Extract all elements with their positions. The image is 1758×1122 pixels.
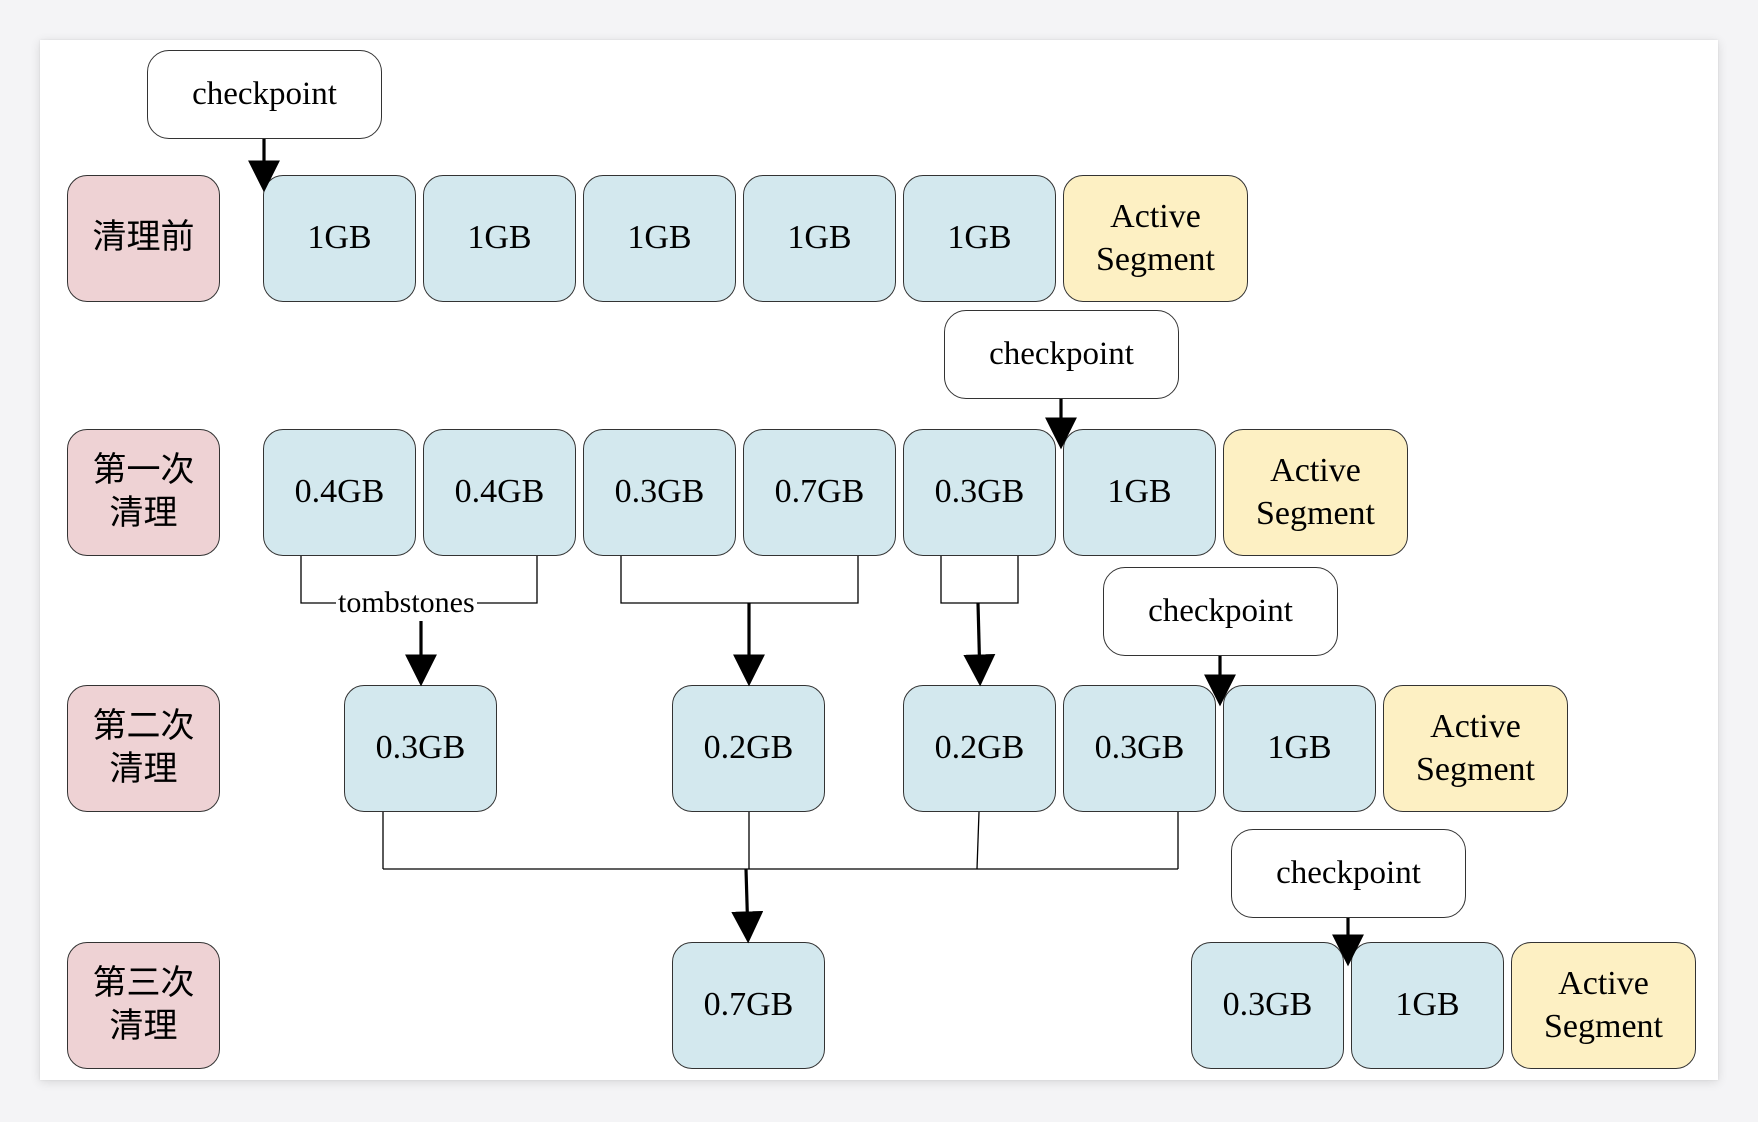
checkpoint-box: checkpoint xyxy=(1231,829,1466,918)
segment-box: 0.3GB xyxy=(903,429,1056,556)
segment-box: 1GB xyxy=(263,175,416,302)
checkpoint-box: checkpoint xyxy=(147,50,382,139)
segment-box: 1GB xyxy=(1223,685,1376,812)
segment-box: 0.3GB xyxy=(1191,942,1344,1069)
active-segment: Active Segment xyxy=(1223,429,1408,556)
segment-box: 1GB xyxy=(903,175,1056,302)
row-label-first-clean: 第一次 清理 xyxy=(67,429,220,556)
merge-bracket xyxy=(620,556,859,604)
segment-box: 0.2GB xyxy=(672,685,825,812)
row-label-second-clean: 第二次 清理 xyxy=(67,685,220,812)
active-segment: Active Segment xyxy=(1383,685,1568,812)
active-segment: Active Segment xyxy=(1511,942,1696,1069)
segment-box: 0.7GB xyxy=(743,429,896,556)
segment-box: 0.3GB xyxy=(583,429,736,556)
row-label-third-clean: 第三次 清理 xyxy=(67,942,220,1069)
segment-box: 1GB xyxy=(1063,429,1216,556)
merge-arrow xyxy=(963,602,996,687)
segment-box: 0.2GB xyxy=(903,685,1056,812)
segment-box: 0.3GB xyxy=(344,685,497,812)
segment-box: 1GB xyxy=(583,175,736,302)
active-segment: Active Segment xyxy=(1063,175,1248,302)
segment-box: 1GB xyxy=(743,175,896,302)
checkpoint-box: checkpoint xyxy=(944,310,1179,399)
segment-box: 1GB xyxy=(423,175,576,302)
segment-box: 0.4GB xyxy=(423,429,576,556)
merge-arrow xyxy=(731,868,764,944)
segment-box: 0.3GB xyxy=(1063,685,1216,812)
row-label-before: 清理前 xyxy=(67,175,220,302)
merge-bracket xyxy=(940,556,1019,604)
segment-box: 0.4GB xyxy=(263,429,416,556)
checkpoint-box: checkpoint xyxy=(1103,567,1338,656)
segment-box: 1GB xyxy=(1351,942,1504,1069)
segment-box: 0.7GB xyxy=(672,942,825,1069)
tombstones-label: tombstones xyxy=(336,585,477,621)
